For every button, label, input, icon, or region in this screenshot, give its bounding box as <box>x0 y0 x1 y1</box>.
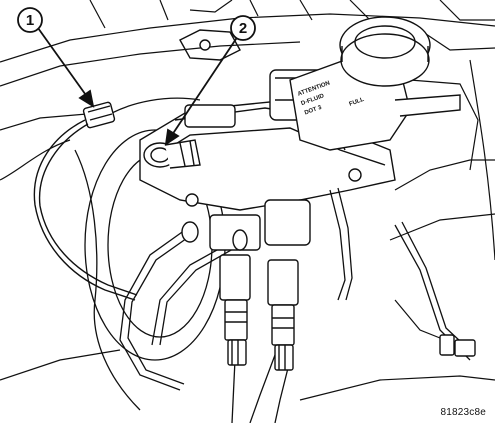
proportioning-valve <box>181 168 476 371</box>
figure-id: 81823c8e <box>440 407 486 418</box>
callout-2: 2 <box>230 15 256 41</box>
callout-2-number: 2 <box>239 20 247 37</box>
callout-arrows <box>37 27 239 146</box>
fluid-level-sensor <box>143 139 201 169</box>
callout-1-number: 1 <box>26 12 34 29</box>
callout-2-circle <box>230 15 256 41</box>
wiring-harness <box>33 119 138 301</box>
reservoir-label-line4: FULL <box>349 97 366 108</box>
reservoir-label-line3: DOT 3 <box>304 105 323 117</box>
fluid-reservoir <box>289 16 461 151</box>
callout-1-circle <box>17 7 43 33</box>
callout-1: 1 <box>17 7 43 33</box>
sensor-connector <box>82 101 116 129</box>
